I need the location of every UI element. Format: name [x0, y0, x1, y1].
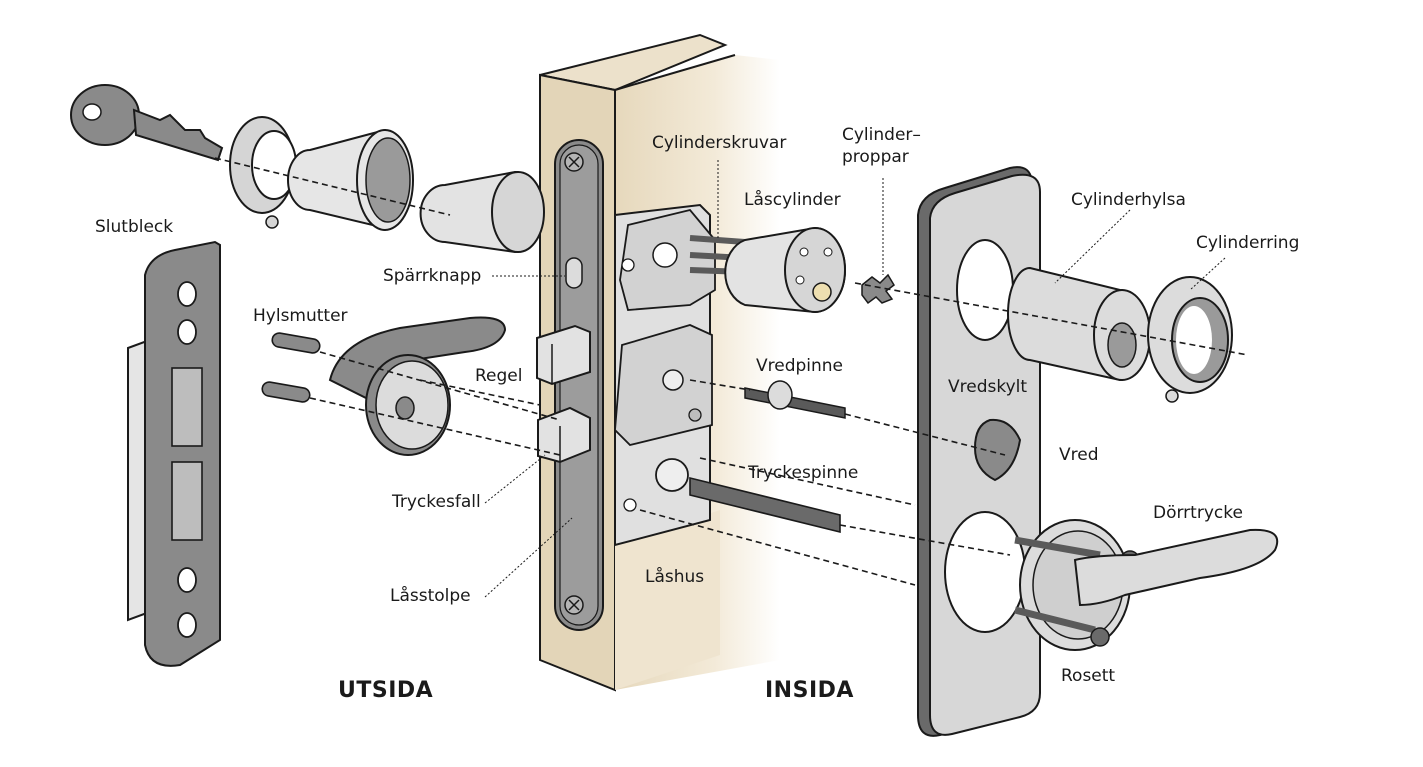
label-dorrtrycke: Dörrtrycke	[1153, 503, 1243, 523]
escutcheon-plate	[917, 166, 1041, 737]
label-inside: INSIDA	[765, 678, 854, 703]
label-cylinderproppar-2: proppar	[842, 147, 909, 167]
inside-lever-handle	[1014, 519, 1279, 651]
label-cylinderhylsa: Cylinderhylsa	[1071, 190, 1186, 210]
deadbolt	[536, 324, 591, 386]
turn-spindle	[744, 380, 846, 419]
leader-lines	[484, 160, 1226, 598]
label-tryckesfall: Tryckesfall	[392, 492, 481, 512]
outside-lever-handle	[328, 316, 507, 456]
outer-cylinder-sleeve	[287, 128, 414, 231]
label-cylinderskruvar: Cylinderskruvar	[652, 133, 787, 153]
label-vredpinne: Vredpinne	[756, 356, 844, 376]
assembly-lines	[214, 157, 1249, 586]
lock-case	[614, 203, 716, 547]
label-sparrknapp: Spärrknapp	[383, 266, 482, 286]
cylinder-plugs	[861, 273, 895, 305]
label-lashus: Låshus	[645, 567, 705, 587]
lock-cylinder	[724, 226, 846, 314]
label-hylsmutter: Hylsmutter	[253, 306, 348, 326]
outer-cylinder-ring	[229, 116, 297, 229]
inside-cylinder-ring	[1147, 276, 1233, 403]
screw-icon	[1090, 627, 1110, 647]
label-tryckespinne: Tryckespinne	[748, 463, 859, 483]
label-cylinderproppar-1: Cylinder–	[842, 125, 921, 145]
strike-plate	[127, 240, 221, 667]
label-lascylinder: Låscylinder	[744, 190, 841, 210]
outside-cylinder	[419, 170, 545, 254]
label-vred: Vred	[1059, 445, 1099, 465]
label-vredskylt: Vredskylt	[948, 377, 1028, 397]
label-rosett: Rosett	[1061, 666, 1116, 686]
label-slutbleck: Slutbleck	[95, 217, 174, 237]
handle-spindle	[689, 476, 841, 534]
label-outside: UTSIDA	[338, 678, 434, 703]
label-cylinderring: Cylinderring	[1196, 233, 1300, 253]
thumb-turn	[973, 418, 1022, 482]
sparrknapp-button	[565, 257, 583, 289]
label-regel: Regel	[475, 366, 523, 386]
key	[70, 84, 224, 162]
inside-cylinder-sleeve	[1007, 266, 1151, 382]
lock-faceplate	[554, 139, 604, 631]
latch	[537, 406, 591, 464]
socket-nuts	[261, 332, 321, 403]
label-lasstolpe: Låsstolpe	[390, 586, 471, 606]
